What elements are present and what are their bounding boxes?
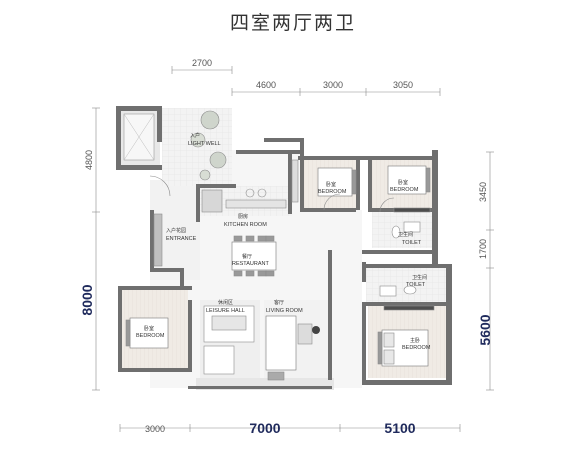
toilet2-label-cn: 卫生间 xyxy=(412,274,427,281)
bedroom2-label-cn: 卧室 xyxy=(398,179,408,186)
dim-right-3: 5600 xyxy=(477,314,493,345)
dim-bottom-3: 5100 xyxy=(384,420,415,436)
bedroom1-label: BEDROOM xyxy=(318,189,347,195)
furniture xyxy=(125,110,435,381)
bedroom2-label: BEDROOM xyxy=(390,187,419,193)
plan-title: 四室两厅两卫 xyxy=(229,12,356,34)
room-labels: 入户 LIGHT WELL 厨房 KITCHEN ROOM 入户花园 ENTRA… xyxy=(136,132,431,351)
bed-icon xyxy=(387,165,431,195)
living-room-sofa xyxy=(265,315,320,381)
leisure-label: LEISURE HALL xyxy=(206,308,245,314)
bedroom4-label: BEDROOM xyxy=(402,345,431,351)
floor-areas xyxy=(118,108,450,390)
walls xyxy=(116,106,452,389)
toilet1-label-cn: 卫生间 xyxy=(398,231,413,238)
bedroom3-label: BEDROOM xyxy=(136,333,165,339)
restaurant-label: RESTAURANT xyxy=(232,261,270,267)
dim-left-upper: 4800 xyxy=(84,150,94,170)
dim-left-total: 8000 xyxy=(79,284,95,315)
light-well-label-cn: 入户 xyxy=(190,132,200,139)
dim-top-3: 3050 xyxy=(393,80,413,90)
light-well-label: LIGHT WELL xyxy=(188,141,221,147)
bedroom1-label-cn: 卧室 xyxy=(326,181,336,188)
bedroom4-label-cn: 主卧 xyxy=(410,337,420,344)
living-label-cn: 客厅 xyxy=(274,299,284,306)
dim-top-upper: 2700 xyxy=(192,58,212,68)
bed-icon xyxy=(125,317,169,349)
dim-right-2: 1700 xyxy=(478,239,488,259)
dimension-lines xyxy=(92,66,494,432)
living-label: LIVING ROOM xyxy=(266,308,303,314)
toilet2-label: TOILET xyxy=(406,282,426,288)
dim-bottom-1: 3000 xyxy=(145,424,165,434)
dim-top-2: 3000 xyxy=(323,80,343,90)
dim-bottom-2: 7000 xyxy=(249,420,280,436)
toilet1-label: TOILET xyxy=(402,240,422,246)
entrance-label: ENTRANCE xyxy=(166,236,197,242)
entrance-label-cn: 入户花园 xyxy=(166,227,186,234)
kitchen-label: KITCHEN ROOM xyxy=(224,222,267,228)
restaurant-label-cn: 餐厅 xyxy=(242,253,252,260)
bedroom3-label-cn: 卧室 xyxy=(144,325,154,332)
bed-icon xyxy=(317,167,357,197)
kitchen-label-cn: 厨房 xyxy=(238,213,248,220)
plant-icon xyxy=(190,110,227,181)
leisure-label-cn: 休闲区 xyxy=(218,299,233,306)
dining-table xyxy=(231,235,277,277)
dim-top-1: 4600 xyxy=(256,80,276,90)
dim-right-1: 3450 xyxy=(478,182,488,202)
bed-icon xyxy=(377,329,429,367)
